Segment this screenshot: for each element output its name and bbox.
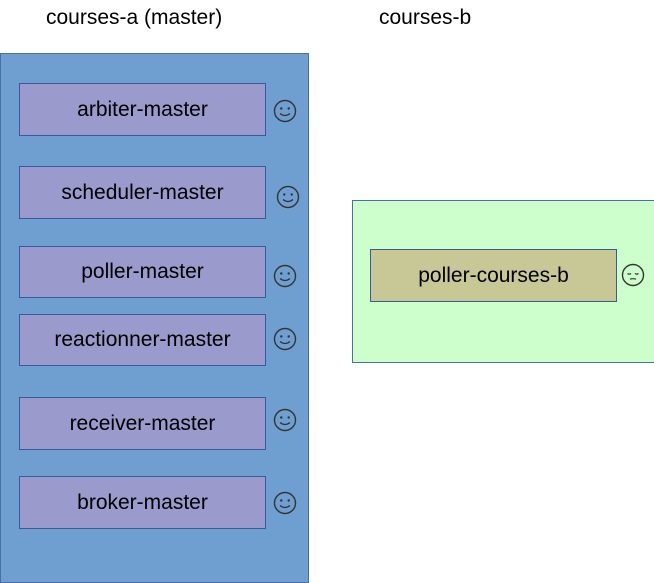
realm-title-courses-a: courses-a (master)	[46, 6, 223, 29]
daemon-label: poller-courses-b	[418, 263, 569, 287]
smiley-happy-icon	[273, 491, 297, 515]
realm-title-courses-b: courses-b	[379, 6, 472, 29]
daemon-label: receiver-master	[69, 411, 216, 435]
daemon-label: poller-master	[81, 260, 204, 283]
daemon-label: arbiter-master	[77, 97, 208, 121]
smiley-happy-icon	[273, 264, 297, 288]
smiley-happy-icon	[273, 327, 297, 351]
smiley-sleeping-icon	[621, 263, 645, 287]
daemon-arbiter-master: arbiter-master	[19, 83, 266, 136]
daemon-receiver-master: receiver-master	[19, 397, 266, 450]
daemon-broker-master: broker-master	[19, 476, 266, 529]
smiley-happy-icon	[273, 408, 297, 432]
daemon-scheduler-master: scheduler-master	[19, 166, 266, 219]
daemon-label: scheduler-master	[61, 180, 224, 204]
daemon-poller-master: poller-master	[19, 246, 266, 298]
daemon-label: broker-master	[77, 490, 208, 514]
daemon-poller-courses-b: poller-courses-b	[370, 249, 617, 302]
smiley-happy-icon	[273, 99, 297, 123]
daemon-label: reactionner-master	[54, 328, 231, 351]
daemon-reactionner-master: reactionner-master	[19, 314, 266, 366]
smiley-happy-icon	[276, 185, 300, 209]
